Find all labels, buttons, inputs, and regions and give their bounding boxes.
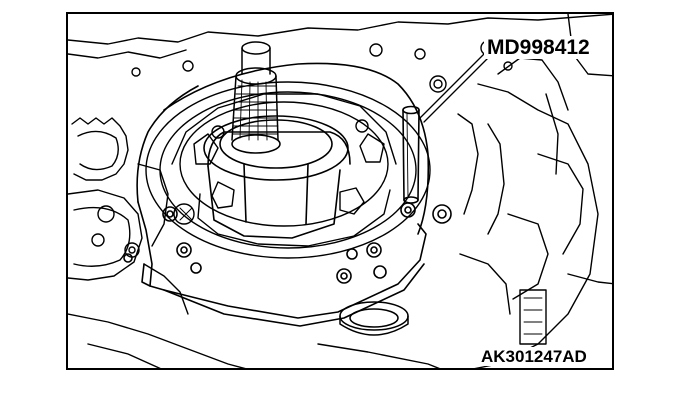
oil-seal xyxy=(339,301,409,336)
tool-leader-line xyxy=(419,53,489,123)
case-ribs xyxy=(457,93,559,345)
transmission-case xyxy=(68,14,612,368)
tool-number-label: MD998412 xyxy=(484,36,593,59)
oil-pump-flange xyxy=(123,62,452,327)
pump-housing xyxy=(145,81,431,259)
input-shaft xyxy=(231,41,281,154)
diagram-frame: MD998412 AK301247AD xyxy=(66,12,614,370)
oil-pump-installation-drawing xyxy=(68,14,612,368)
left-gear-assembly xyxy=(68,117,189,315)
figure-code-label: AK301247AD xyxy=(478,347,590,366)
special-tool-guide-pin xyxy=(402,105,420,204)
